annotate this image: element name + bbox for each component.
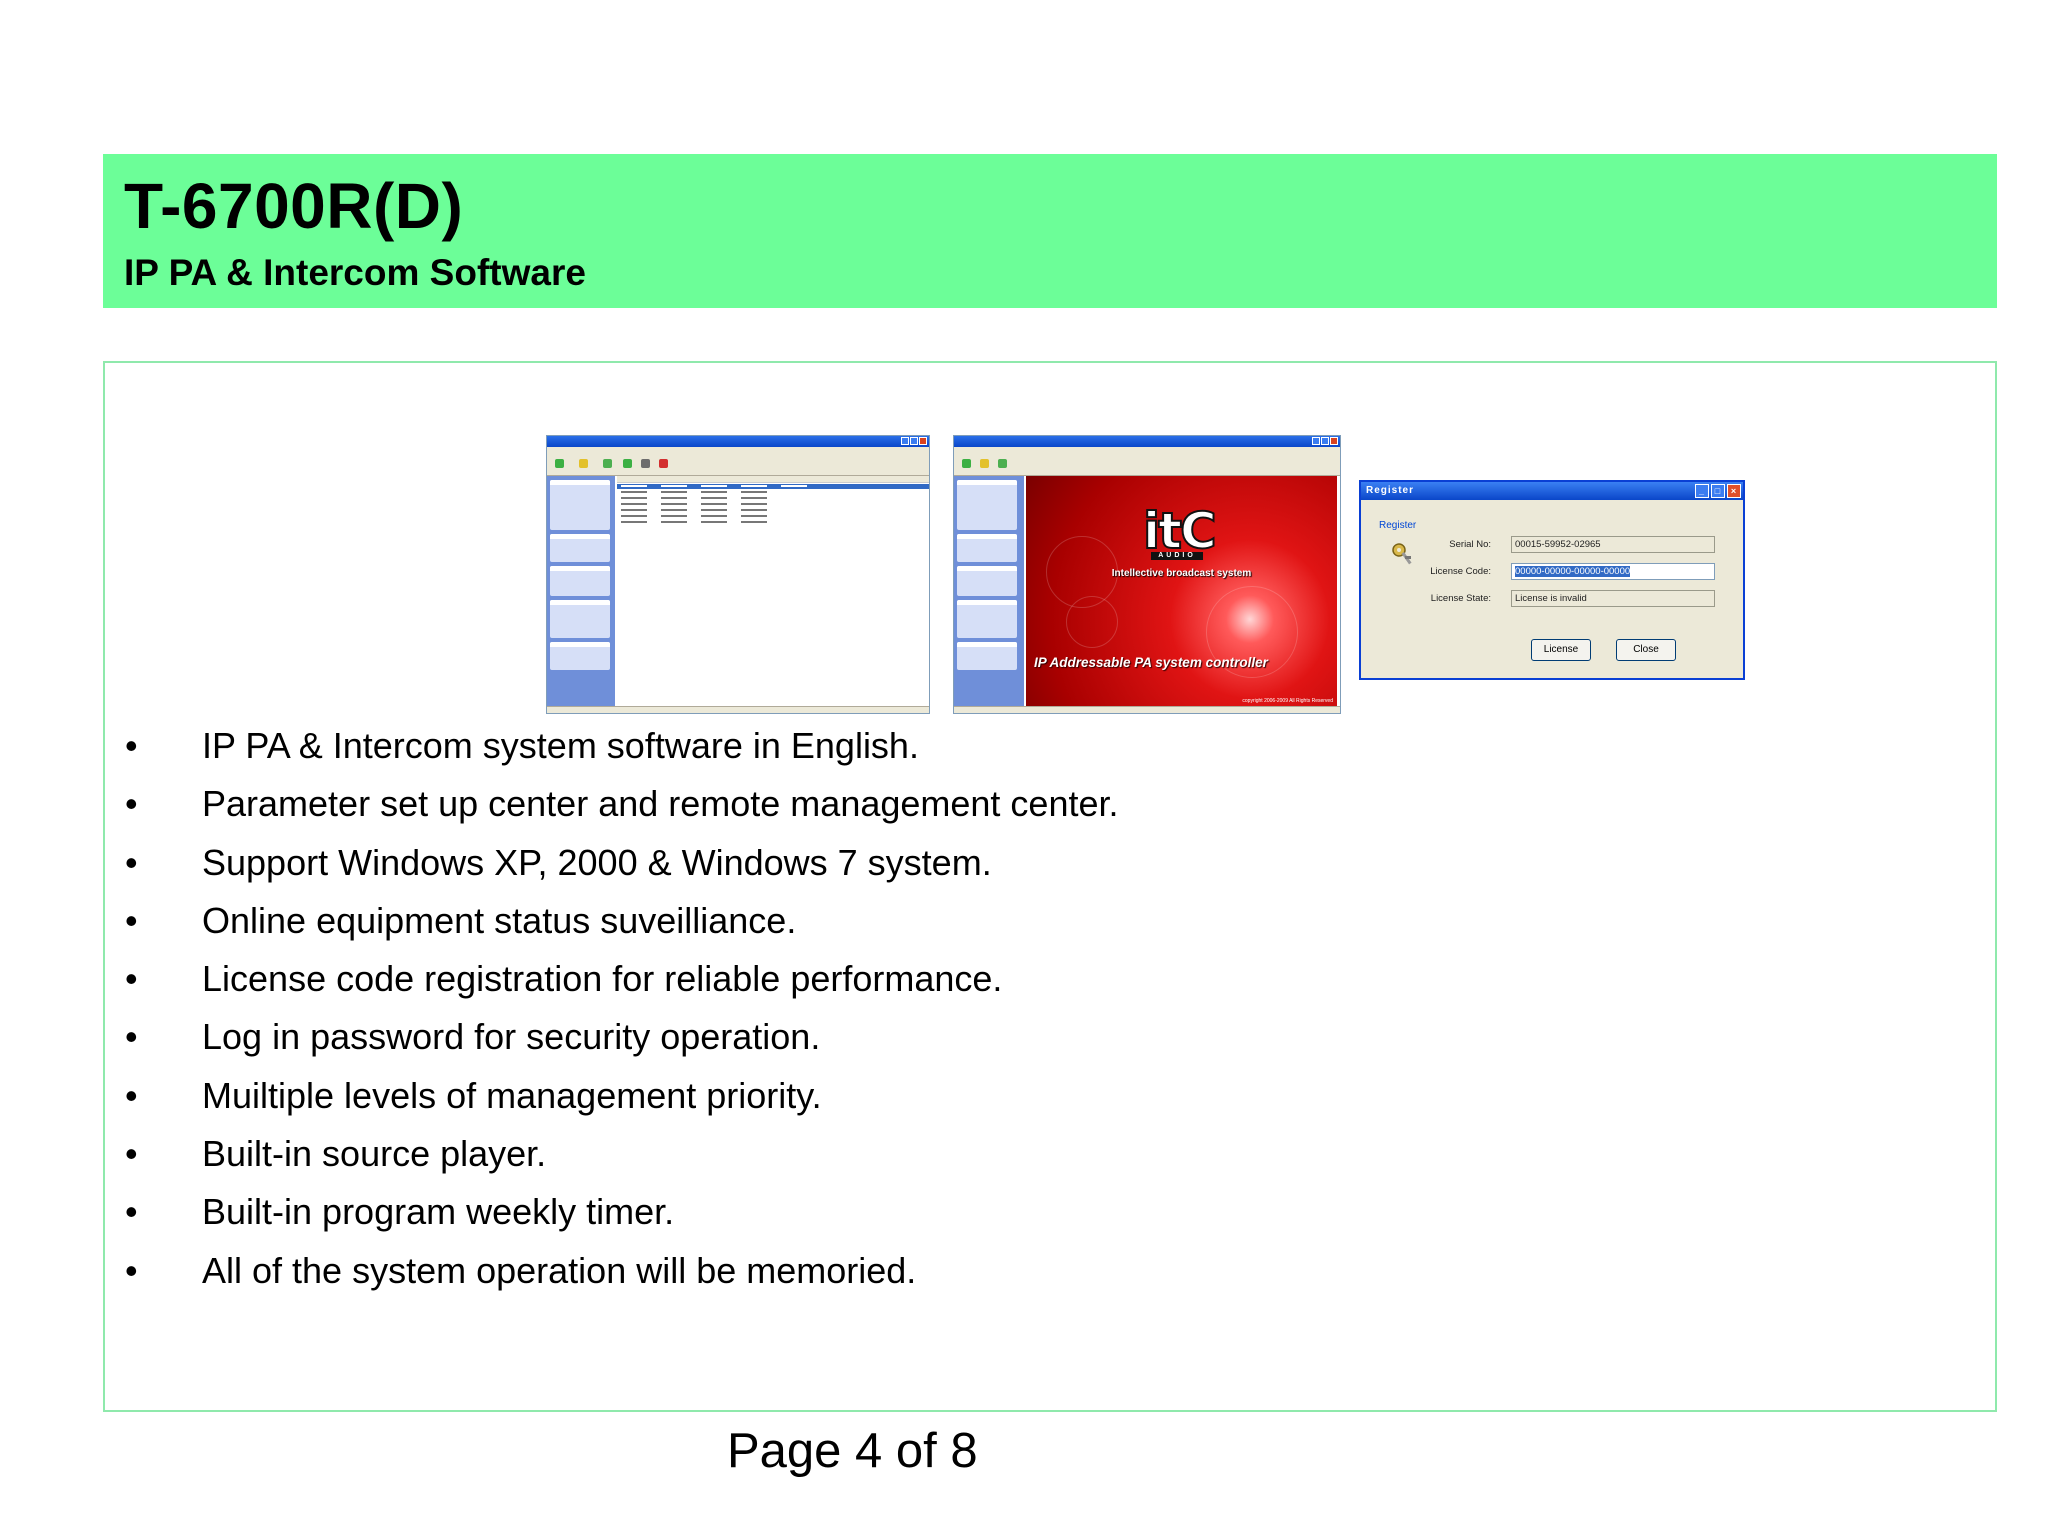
table-row [617,490,929,495]
side-group [957,642,1017,670]
page-number: Page 4 of 8 [727,1424,978,1478]
side-group [957,534,1017,562]
menu-bar [547,447,929,455]
key-icon [1392,543,1412,565]
license-code-value: 00000-00000-00000-00000 [1515,566,1631,577]
feature-text: Parameter set up center and remote manag… [202,783,1119,825]
table-row [617,514,929,519]
bullet-icon: • [125,958,138,1000]
maximize-icon [1321,437,1329,445]
bullet-icon: • [125,1016,138,1058]
page-subtitle: IP PA & Intercom Software [124,252,586,293]
window-titlebar [547,436,929,447]
bullet-icon: • [125,783,138,825]
close-icon [1330,437,1338,445]
maximize-icon [910,437,918,445]
splash-tagline: Intellective broadcast system [1111,568,1252,579]
license-code-label: License Code: [1430,566,1491,577]
splash-title: IP Addressable PA system controller [1034,655,1268,670]
toolbar-icon [980,459,989,468]
feature-text: Online equipment status suveilliance. [202,899,797,941]
serial-label: Serial No: [1449,539,1491,550]
toolbar-icon [579,459,588,468]
header-band: T-6700R(D) IP PA & Intercom Software [103,154,1997,308]
logo-text: itC [1142,502,1218,560]
close-icon [919,437,927,445]
bullet-icon: • [125,1249,138,1291]
toolbar-icon [998,459,1007,468]
table-row [617,520,929,525]
side-panel [547,476,615,707]
page-title: T-6700R(D) [124,170,464,242]
side-group [957,480,1017,530]
maximize-icon: □ [1711,484,1725,498]
status-bar [547,706,929,713]
decorative-circle [1206,586,1298,678]
register-dialog-screenshot: Register _ □ × Register Serial No: 00015… [1359,480,1745,680]
register-group-label: Register [1379,520,1417,531]
bullet-icon: • [125,1191,138,1233]
feature-text: Built-in program weekly timer. [202,1191,675,1233]
toolbar [547,455,929,476]
minimize-icon [901,437,909,445]
table-row [617,502,929,507]
table-row [617,484,929,489]
side-group [550,566,610,596]
feature-text: Muiltiple levels of management priority. [202,1074,822,1116]
bullet-icon: • [125,899,138,941]
serial-field: 00015-59952-02965 [1511,536,1715,553]
side-group [550,534,610,562]
dialog-title: Register [1366,485,1415,496]
license-button[interactable]: License [1531,639,1591,661]
side-group [957,600,1017,638]
splash-copyright: copyright 2006-2009 All Rights Reserved [1242,698,1333,704]
feature-text: All of the system operation will be memo… [202,1249,917,1291]
minimize-icon [1312,437,1320,445]
status-bar [954,706,1340,713]
table-row [617,496,929,501]
license-state-field: License is invalid [1511,590,1715,607]
bullet-icon: • [125,725,138,766]
minimize-icon: _ [1695,484,1709,498]
decorative-circle [1066,596,1118,648]
toolbar-icon [962,459,971,468]
side-group [550,480,610,530]
window-titlebar [954,436,1340,447]
delete-icon [659,459,668,468]
feature-text: Support Windows XP, 2000 & Windows 7 sys… [202,841,992,883]
side-panel [954,476,1024,707]
content-box: itC AUDIO Intellective broadcast system … [103,361,1997,1412]
dialog-titlebar: Register _ □ × [1361,482,1743,500]
software-splash-screenshot: itC AUDIO Intellective broadcast system … [953,435,1341,714]
feature-text: Log in password for security operation. [202,1016,821,1058]
toolbar [954,455,1340,476]
bullet-icon: • [125,841,138,883]
toolbar-icon [623,459,632,468]
logo-subtext: AUDIO [1151,552,1203,560]
device-grid [617,476,929,707]
feature-text: License code registration for reliable p… [202,958,1003,1000]
software-main-window-screenshot [546,435,930,714]
toolbar-icon [641,459,650,468]
license-code-input[interactable]: 00000-00000-00000-00000 [1511,563,1715,580]
side-group [957,566,1017,596]
table-row [617,508,929,513]
toolbar-icon [603,459,612,468]
side-group [550,600,610,638]
menu-bar [954,447,1340,455]
bullet-icon: • [125,1133,138,1175]
bullet-icon: • [125,1074,138,1116]
license-state-label: License State: [1430,593,1491,604]
close-button[interactable]: Close [1616,639,1676,661]
close-icon: × [1727,484,1741,498]
feature-text: Built-in source player. [202,1133,547,1175]
side-group [550,642,610,670]
toolbar-icon [555,459,564,468]
itc-audio-logo: itC AUDIO [1142,505,1218,560]
splash-screen: itC AUDIO Intellective broadcast system … [1026,476,1337,707]
feature-text: IP PA & Intercom system software in Engl… [202,725,919,766]
